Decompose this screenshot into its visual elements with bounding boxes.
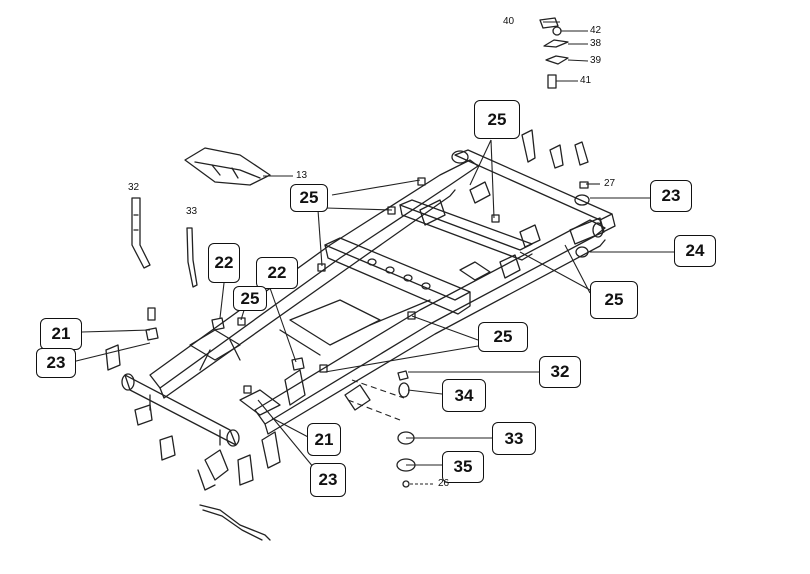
callout-22: 22	[208, 243, 240, 283]
label-26: 26	[438, 478, 450, 489]
rod-33	[186, 227, 198, 288]
label-27: 27	[604, 178, 616, 189]
label-39: 39	[590, 55, 602, 66]
callout-25: 25	[233, 286, 267, 311]
callout-33: 33	[492, 422, 536, 455]
skid-plate-13	[184, 147, 271, 186]
label-13: 13	[296, 170, 308, 181]
callout-24: 24	[674, 235, 716, 267]
bracket-32	[131, 197, 151, 269]
callout-21: 21	[40, 318, 82, 350]
callout-32: 32	[539, 356, 581, 388]
callout-25: 25	[478, 322, 528, 352]
plate-22-b	[291, 357, 305, 371]
callout-23: 23	[36, 348, 76, 378]
label-41: 41	[580, 75, 592, 86]
label-33: 33	[186, 206, 198, 217]
plate-22-a	[211, 317, 225, 331]
callout-25: 25	[474, 100, 520, 139]
callout-23: 23	[310, 463, 346, 497]
callout-25: 25	[590, 281, 638, 319]
callout-25: 25	[290, 184, 328, 212]
label-42: 42	[590, 25, 602, 36]
callout-21: 21	[307, 423, 341, 456]
callout-22: 22	[256, 257, 298, 289]
callout-23: 23	[650, 180, 692, 212]
frame-right-rail	[254, 219, 606, 425]
label-32: 32	[128, 182, 140, 193]
label-40: 40	[503, 16, 515, 27]
callout-34: 34	[442, 379, 486, 412]
callout-35: 35	[442, 451, 484, 483]
label-38: 38	[590, 38, 602, 49]
